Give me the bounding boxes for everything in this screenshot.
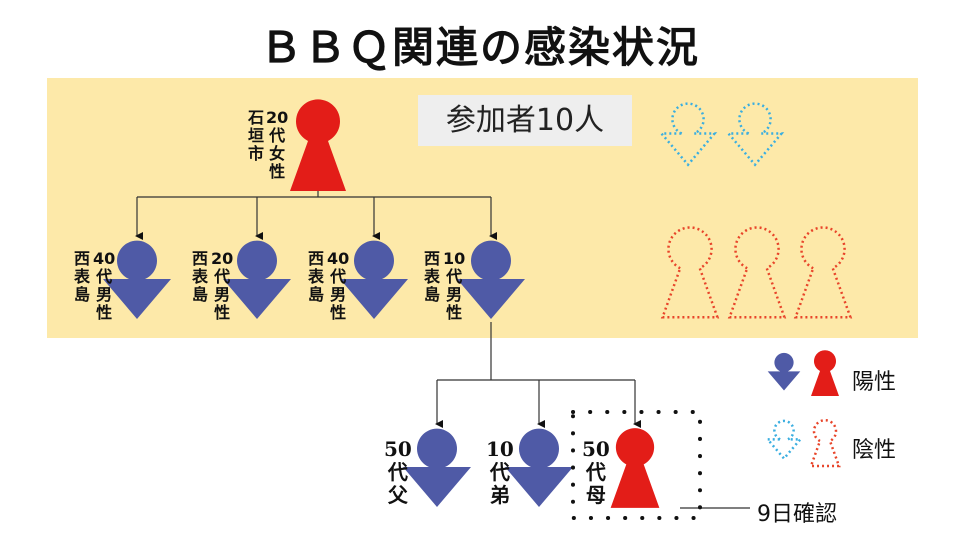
contact-place-label: 西表島 [308, 249, 325, 304]
positive-female-icon [290, 99, 346, 191]
negative-male-icon [658, 102, 718, 167]
participant-count-label: 参加者10人 [418, 95, 632, 146]
contact-place-label: 西表島 [424, 249, 441, 304]
confirmed-date-note: 9日確認 [757, 502, 837, 527]
positive-male-icon [103, 240, 171, 319]
legend-positive-female-icon [811, 350, 839, 396]
legend-negative-male-icon [764, 419, 804, 461]
legend-negative-female-icon [809, 418, 841, 468]
contact-place-label: 西表島 [74, 249, 91, 304]
page-title: ＢＢＱ関連の感染状況 [259, 23, 700, 72]
positive-male-icon [340, 240, 408, 319]
negative-male-icon [725, 102, 785, 167]
positive-male-icon [223, 240, 291, 319]
contact-place-label: 西表島 [192, 249, 209, 304]
positive-female-icon [610, 428, 660, 508]
legend-negative-label: 陰性 [852, 438, 897, 463]
positive-male-icon [403, 428, 471, 507]
negative-female-icon [660, 226, 720, 319]
negative-female-icon [727, 226, 787, 319]
legend-positive-male-icon [767, 352, 801, 391]
legend-positive-label: 陽性 [852, 370, 897, 395]
positive-male-icon [457, 240, 525, 319]
negative-female-icon [793, 226, 853, 319]
positive-male-icon [505, 428, 573, 507]
origin-place-label: 石垣市 [248, 108, 265, 163]
